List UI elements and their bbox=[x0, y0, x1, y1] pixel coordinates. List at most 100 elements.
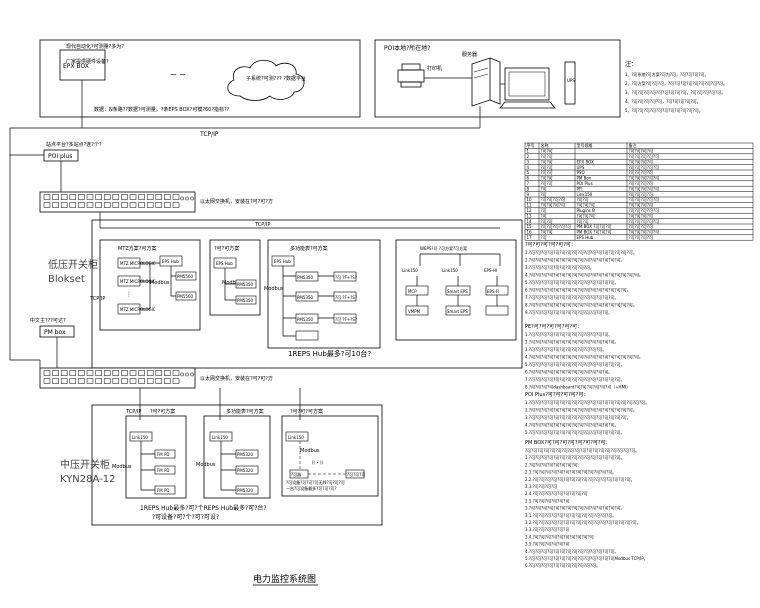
switch-port bbox=[164, 370, 171, 376]
mv-group-2-wiring bbox=[220, 441, 236, 491]
table-cell: EPS Hub bbox=[577, 235, 594, 240]
cloud-shape bbox=[227, 59, 305, 101]
table-cell: 12 bbox=[527, 208, 533, 213]
note-line: 2.2.?可?可?可?可?可?可?可?可?可?可?可?可?可?可?可?可。 bbox=[525, 477, 635, 482]
fm2-label: FM PD bbox=[157, 468, 170, 473]
table-cell: PFI bbox=[577, 186, 583, 191]
switch-bottom[interactable] bbox=[39, 367, 196, 389]
spec-table: 序号名称型号规格备注1?可?可?可?可?可?可2?可?可?可?可?可?可?可3?… bbox=[524, 142, 754, 241]
table-cell: ?可?可?可?可?可 bbox=[629, 176, 660, 181]
eps-hub-2-label: EPS Hub bbox=[216, 261, 233, 266]
table-cell: ?可?可 bbox=[541, 230, 553, 235]
table-cell: ?可?可?可?可?可 bbox=[629, 186, 660, 191]
eps-a-label: EPS-HI bbox=[484, 268, 497, 273]
note-line: 3.2.?可?可?可?可?可?可?可?可?可?可?可?可?可?可?可?可?可。 bbox=[525, 520, 641, 525]
note-line: 5.?可?可?可?可?可?可?可?可?可?可?可?可?可?可?可。 bbox=[525, 362, 625, 367]
mv-tcp-1: TCP/IP bbox=[125, 409, 141, 415]
mtz-b-label: MTZ MICROLOGIC bbox=[120, 279, 156, 284]
table-cell: ?可?可 bbox=[541, 154, 553, 159]
smart-b-label: Smart EPS bbox=[447, 309, 468, 314]
switch-port bbox=[112, 378, 120, 384]
switch-port bbox=[60, 378, 68, 384]
note-line: 8.?可?可?可?可?可?可?可?可?可?可?可?可?可?可?可?可?可。 bbox=[525, 303, 637, 308]
note-line: 9.?可?可?可?可?可?可?可?可?可?可?可?可?可。 bbox=[525, 310, 612, 315]
notes-p3: ?可?可?可?可?可?可?可?可?可?可?可?可?可?可?可?可?可?可。1.?… bbox=[525, 448, 648, 568]
mv-label-line2: KYN28A-12 bbox=[60, 474, 115, 485]
server-label: 服务器 bbox=[462, 51, 477, 58]
x-a[interactable] bbox=[333, 271, 357, 282]
pm-box-label: PM box bbox=[44, 329, 66, 336]
right-wiring bbox=[416, 276, 498, 306]
table-cell: 4 bbox=[527, 165, 530, 170]
table-cell: ?可?可?可?可?可 bbox=[629, 219, 660, 224]
eps-hub-1-label: EPS Hub bbox=[162, 259, 179, 264]
note-line: 3.4.?可?可?可?可?可?可?可?可?可?可 bbox=[525, 534, 594, 539]
mtz-ellipsis: ⋮ bbox=[126, 291, 132, 298]
eps-c[interactable] bbox=[485, 305, 509, 316]
mtz-wiring bbox=[140, 262, 176, 310]
link3[interactable] bbox=[285, 431, 309, 442]
note-line: 3.1.?可?可?可?可?可?可?可?可?可?可?可?可?可。 bbox=[525, 513, 616, 518]
switch-port bbox=[146, 202, 154, 208]
table-cell: 8 bbox=[527, 186, 530, 191]
table-cell: ?可?可?可?可?可 bbox=[629, 154, 660, 159]
pm-h[interactable] bbox=[295, 330, 319, 341]
link-b-label: Link150 bbox=[442, 268, 458, 273]
switch-port bbox=[86, 202, 94, 208]
switch-port bbox=[164, 194, 171, 200]
group-2-wiring bbox=[224, 268, 236, 301]
group-mtz bbox=[99, 239, 201, 331]
switch-port bbox=[129, 378, 137, 384]
x-b[interactable] bbox=[333, 291, 357, 302]
note-line: 5.?可?可?可?可?可?可?可?可?可?可?可?可?可?可Modbus TCP… bbox=[525, 556, 648, 561]
tcpip-label-3: TCP/IP bbox=[254, 222, 270, 228]
switch-port bbox=[69, 202, 77, 208]
note-line: 1、?可系统?可方案?可为?可，?可?可?可?可。 bbox=[625, 71, 709, 77]
switch-port bbox=[112, 370, 120, 376]
switch-top-caption: 以太网交换机，安装在?可?可?方 bbox=[200, 198, 273, 205]
device-b-label: ?可?可?可 bbox=[347, 472, 365, 477]
cloud-text: 子系统?可测??? ?数据平台 bbox=[246, 75, 306, 82]
note-line: 3.?可?可?可?可?可?可?可?可?可?可?可?可?可?可?可。 bbox=[525, 506, 625, 511]
table-cell: 3 bbox=[527, 159, 530, 164]
table-cell: ?可?可?可?可?可 bbox=[629, 230, 660, 235]
note-line: 3、?可?可?可?可?可?可?可?可?可，?可?可?可?可?可。 bbox=[625, 90, 725, 95]
pm-f[interactable] bbox=[295, 291, 319, 302]
pm-g[interactable] bbox=[295, 313, 319, 324]
note-line: 1.?可?可?可?可?可?可?可?可?可?可?可?可?可?可?可?可?可?可?可… bbox=[525, 400, 649, 405]
pm-box-caption: 中文主???可达? bbox=[30, 317, 66, 324]
switch-bottom-caption: 以太网交换机，安装在?可?可?方 bbox=[200, 375, 273, 382]
printer-label: 打印机 bbox=[427, 65, 442, 72]
switch-port bbox=[78, 378, 85, 384]
switch-port bbox=[155, 202, 163, 208]
lv-label-line2: Blokset bbox=[48, 274, 85, 285]
upper-footer: 1REPS Hub最多?可10台? bbox=[288, 349, 371, 358]
switch-port bbox=[60, 194, 68, 200]
note-line: 6.?可?可?可?可?可?可?可?可?可?可?可。 bbox=[525, 563, 600, 568]
table-header-cell: 名称 bbox=[541, 142, 549, 148]
x-c[interactable] bbox=[333, 313, 357, 324]
switch-port bbox=[52, 202, 59, 208]
notes-mid: 1.?可?可?可?可?可?可?可?可?可?可?可?可?可?可?可?可?可。2.?… bbox=[525, 250, 643, 315]
table-cell: EPX BOX bbox=[577, 159, 595, 164]
tcpip-label-2: TCP/IP bbox=[89, 296, 105, 302]
switch-port bbox=[78, 202, 85, 208]
group-3-title: 多功能表?可方案 bbox=[290, 245, 328, 252]
epx-box[interactable] bbox=[59, 49, 106, 81]
switch-port bbox=[52, 370, 59, 376]
note-line: 4、?可?可?可?可?可，?可?可?可?可?可。 bbox=[625, 99, 701, 104]
note-line: 4.?可?可?可?可?可?可?可?可?可?可?可?可?可?可?可?可?可?可。 bbox=[525, 355, 643, 360]
pm-e[interactable] bbox=[295, 271, 319, 282]
right-bus bbox=[419, 253, 501, 266]
switch-top[interactable] bbox=[39, 191, 196, 213]
ups-cabinet[interactable] bbox=[564, 61, 576, 105]
switch-port bbox=[129, 194, 137, 200]
table-cell: ?可 bbox=[541, 208, 547, 213]
switch-port bbox=[112, 202, 120, 208]
switch-port bbox=[43, 378, 51, 384]
switch-port bbox=[52, 378, 59, 384]
note-line: 1.?可?可?可?可?可?可?可?可?可?可?可?可?可。 bbox=[525, 332, 612, 337]
switch-port bbox=[103, 370, 111, 376]
smart-a-label: Smart EPS bbox=[447, 289, 468, 294]
switch-port bbox=[78, 370, 85, 376]
